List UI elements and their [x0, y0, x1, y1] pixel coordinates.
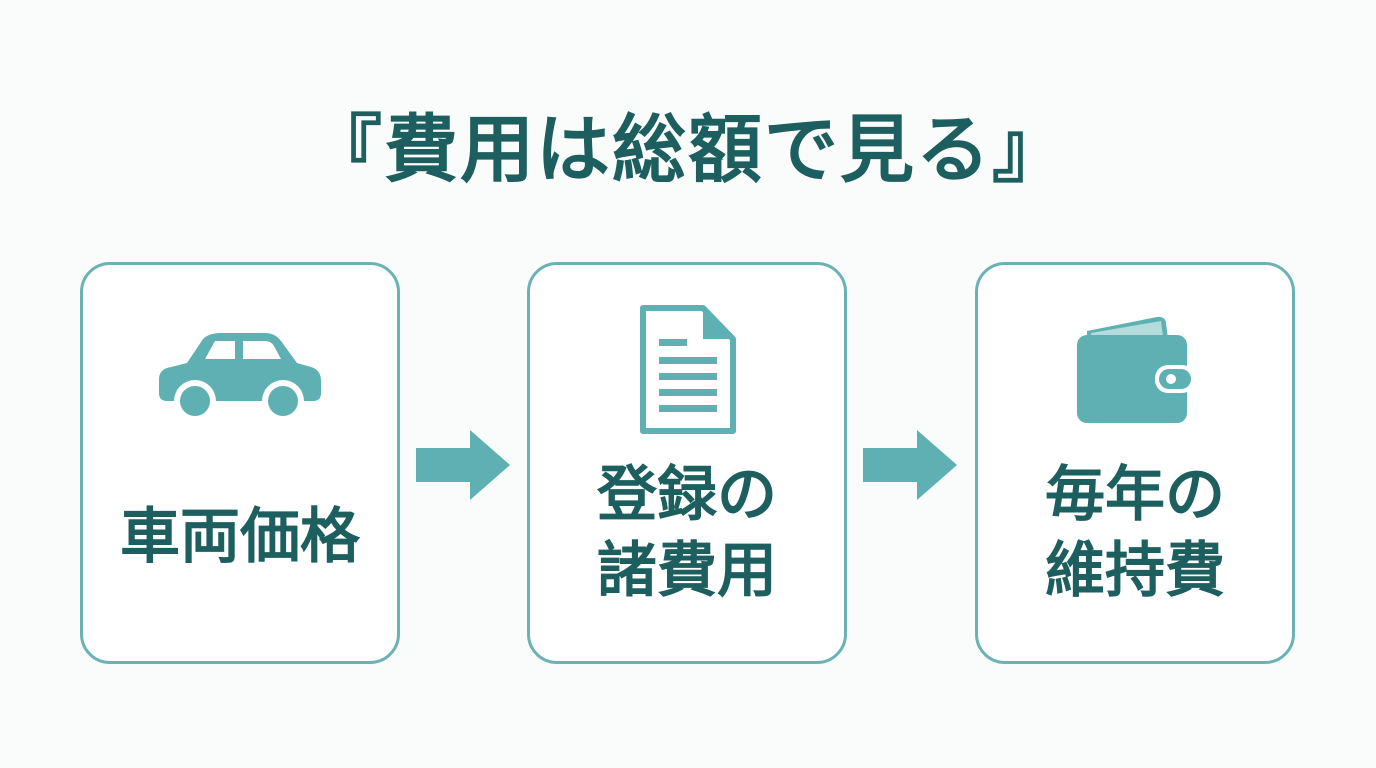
step-card-vehicle-price: 車両価格 [80, 262, 400, 664]
step-label-line: 登録の [597, 460, 777, 530]
document-icon [530, 305, 844, 435]
step-label: 毎年の 維持費 [978, 457, 1292, 609]
wallet-icon [978, 313, 1292, 427]
step-label: 車両価格 [83, 503, 397, 571]
step-label: 登録の 諸費用 [530, 457, 844, 609]
step-label-line: 毎年の [1045, 460, 1225, 530]
diagram-title: 『費用は総額で見る』 [308, 106, 1068, 193]
step-label-line: 維持費 [1045, 536, 1225, 606]
arrow-right-icon [863, 430, 959, 500]
step-card-registration-fees: 登録の 諸費用 [527, 262, 847, 664]
car-icon [83, 329, 397, 425]
step-label-line: 諸費用 [597, 536, 777, 606]
step-card-annual-maintenance: 毎年の 維持費 [975, 262, 1295, 664]
step-label-line: 車両価格 [120, 502, 360, 572]
arrow-right-icon [416, 430, 512, 500]
